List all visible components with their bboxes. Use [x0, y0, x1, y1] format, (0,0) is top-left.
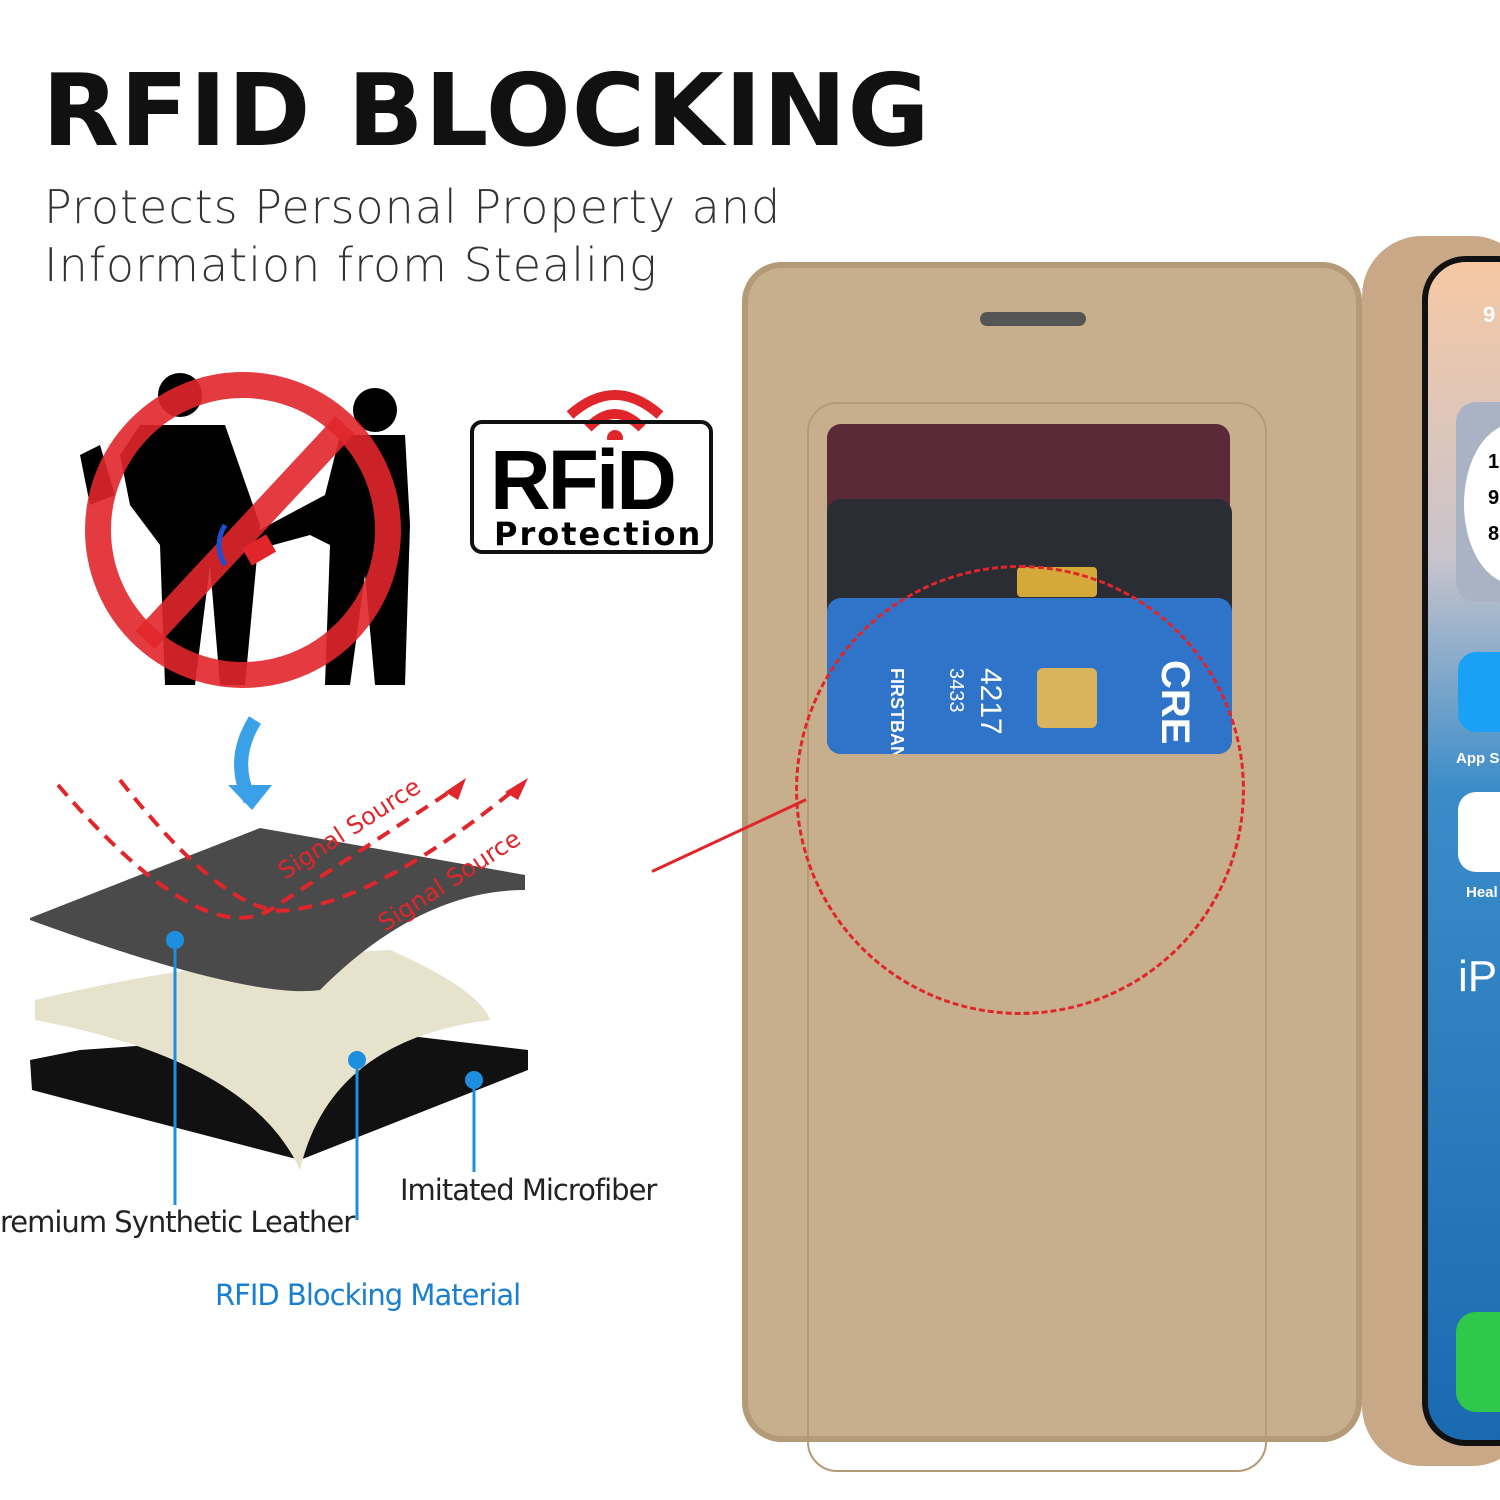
app-label-app-store: App S	[1456, 750, 1500, 767]
phone-screen: 9 1098 App S Heal iP	[1422, 256, 1500, 1446]
subheadline-line-2: Information from Stealing	[44, 238, 658, 292]
top-layer-label: remium Synthetic Leather	[0, 1205, 355, 1239]
speaker-grille	[980, 312, 1086, 326]
subheadline: Protects Personal Property and Informati…	[44, 178, 781, 294]
clock-widget: 1098	[1464, 424, 1500, 584]
bottom-layer-label: Imitated Microfiber	[400, 1173, 657, 1207]
badge-sub-text: Protection	[494, 515, 703, 553]
app-label-health: Heal	[1466, 884, 1498, 901]
health-app-icon[interactable]	[1458, 792, 1500, 872]
anti-theft-icon	[80, 372, 410, 688]
headline: RFID BLOCKING	[42, 52, 931, 169]
material-layers-diagram: Signal Source Signal Source	[30, 716, 528, 1220]
app-store-icon[interactable]	[1458, 652, 1500, 732]
phone-app-icon[interactable]	[1456, 1312, 1500, 1412]
subheadline-line-1: Protects Personal Property and	[44, 180, 782, 234]
badge-main-text: RFiD	[490, 433, 677, 527]
middle-layer	[35, 950, 490, 1170]
phone-case: 9 1098 App S Heal iP	[1362, 236, 1500, 1466]
model-text: iP	[1458, 952, 1498, 1001]
middle-layer-label: RFID Blocking Material	[215, 1278, 521, 1312]
highlight-circle	[795, 565, 1245, 1015]
status-time: 9	[1483, 302, 1496, 327]
rfid-protection-badge: RFiD Protection	[470, 380, 715, 556]
